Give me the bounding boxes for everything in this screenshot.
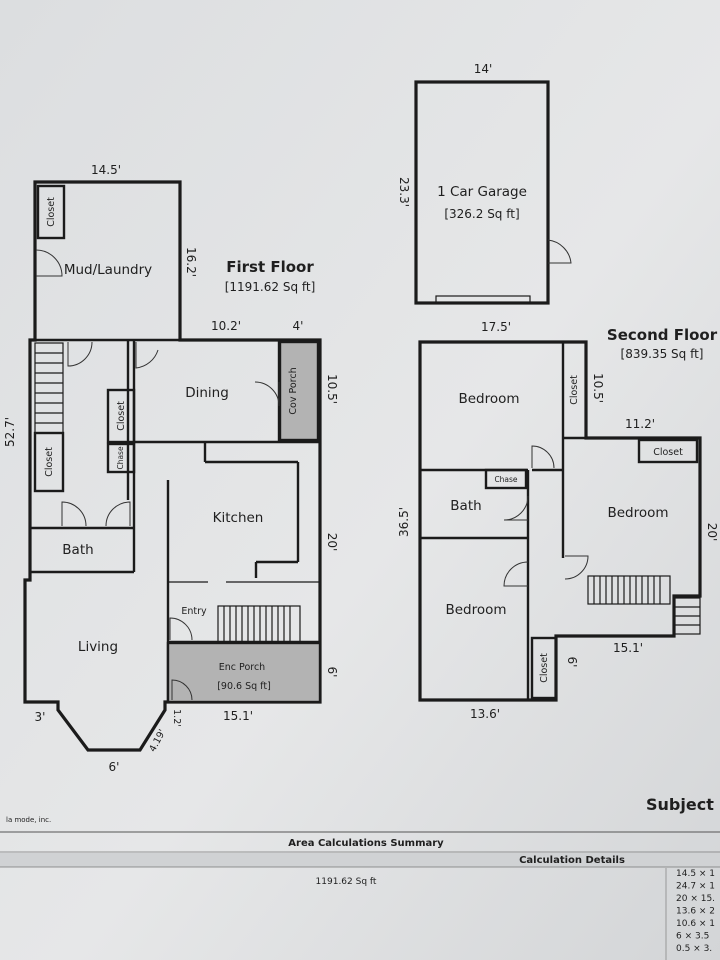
ff-mud-height-dim: 16.2' xyxy=(184,247,198,277)
first-chase-label: Chase xyxy=(116,446,125,469)
ff-porch-height-dim: 10.5' xyxy=(325,374,339,404)
ff-enc-height-dim: 6' xyxy=(325,667,339,678)
garage-width-dim: 14' xyxy=(474,62,493,76)
footer-corner-text: Subject xyxy=(646,795,714,814)
dining-label: Dining xyxy=(185,385,229,401)
ff-bay-bottom-dim: 6' xyxy=(109,760,120,774)
garage-height-dim: 23.3' xyxy=(397,177,411,207)
garage-area: [326.2 Sq ft] xyxy=(444,207,519,221)
ff-dining-width-dim: 10.2' xyxy=(211,319,241,333)
sf-step-width-dim: 15.1' xyxy=(613,641,643,655)
area-summary-footer: Subject la mode, inc. Area Calculations … xyxy=(0,795,720,960)
garage: 1 Car Garage [326.2 Sq ft] 14' 23.3' xyxy=(397,62,572,305)
calc-lines: 14.5 × 1 24.7 × 1 20 × 15. 13.6 × 2 10.6 × 1… xyxy=(676,869,715,954)
first-floor-title: First Floor xyxy=(226,258,314,276)
calc-line: 24.7 × 1 xyxy=(676,882,715,892)
ff-total-height-dim: 52.7' xyxy=(3,417,17,447)
footer-details-title: Calculation Details xyxy=(519,855,625,866)
calc-line: 0.5 × 3. xyxy=(676,944,712,954)
calc-line: 20 × 15. xyxy=(676,894,715,904)
living-label: Living xyxy=(78,639,118,655)
footer-brand: la mode, inc. xyxy=(6,816,51,824)
second-floor-area: [839.35 Sq ft] xyxy=(621,347,704,361)
sf-bath-label: Bath xyxy=(450,498,481,514)
sf-bedroom-right-label: Bedroom xyxy=(607,505,668,521)
first-floor-plan: Mud/Laundry Dining Cov Porch Kitchen Bat… xyxy=(3,163,339,774)
first-floor-area: [1191.62 Sq ft] xyxy=(225,280,316,294)
calc-line: 14.5 × 1 xyxy=(676,869,715,879)
sf-closet-bottom-label: Closet xyxy=(539,653,550,683)
mud-laundry-label: Mud/Laundry xyxy=(64,262,152,278)
sf-left-height-dim: 36.5' xyxy=(397,507,411,537)
first-closet-top-label: Closet xyxy=(46,197,57,227)
sf-closet-top-label: Closet xyxy=(569,375,580,405)
sf-right-height-dim: 20' xyxy=(705,523,719,542)
garage-label: 1 Car Garage xyxy=(437,184,527,200)
ff-bay-left-dim: 3' xyxy=(35,710,46,724)
first-closet-left-label: Closet xyxy=(44,447,55,477)
sf-top-width-dim: 17.5' xyxy=(481,320,511,334)
sf-right-width-dim: 11.2' xyxy=(625,417,655,431)
ff-kitchen-height-dim: 20' xyxy=(325,533,339,552)
sf-bottom-width-dim: 13.6' xyxy=(470,707,500,721)
entry-stairs xyxy=(217,605,301,643)
ff-bottom-width-dim: 15.1' xyxy=(223,709,253,723)
calc-line: 10.6 × 1 xyxy=(676,919,715,929)
footer-total: 1191.62 Sq ft xyxy=(316,877,377,887)
first-bath-label: Bath xyxy=(62,542,93,558)
first-closet-mid-label: Closet xyxy=(116,401,127,431)
sf-closet-height-dim: 10.5' xyxy=(591,373,605,403)
enc-porch-area: [90.6 Sq ft] xyxy=(217,681,271,692)
covered-porch-fill xyxy=(278,340,320,442)
kitchen-label: Kitchen xyxy=(213,510,264,526)
sf-closet-right-label: Closet xyxy=(653,447,683,458)
calc-line: 6 × 3.5 xyxy=(676,932,709,942)
ff-porch-width-dim: 4' xyxy=(293,319,304,333)
footer-summary-title: Area Calculations Summary xyxy=(288,838,444,849)
calc-line: 13.6 × 2 xyxy=(676,907,715,917)
cov-porch-label: Cov Porch xyxy=(288,367,299,414)
entry-label: Entry xyxy=(181,606,207,617)
ff-top-width-dim: 14.5' xyxy=(91,163,121,177)
sf-bedroom-top-label: Bedroom xyxy=(458,391,519,407)
second-floor-stairs xyxy=(587,575,701,635)
enc-porch-label: Enc Porch xyxy=(219,662,265,673)
sf-chase-label: Chase xyxy=(494,475,517,484)
second-floor-title: Second Floor xyxy=(607,326,718,344)
enclosed-porch-fill xyxy=(166,641,322,704)
ff-bay-right-a-dim: 1.2' xyxy=(171,709,182,727)
second-floor-plan: Bedroom Bedroom Bedroom Bath Chase Close… xyxy=(397,320,719,721)
sf-bedroom-bottom-label: Bedroom xyxy=(445,602,506,618)
first-floor-stairs-left xyxy=(35,352,63,424)
sf-bottom-step-dim: 6' xyxy=(565,657,579,668)
